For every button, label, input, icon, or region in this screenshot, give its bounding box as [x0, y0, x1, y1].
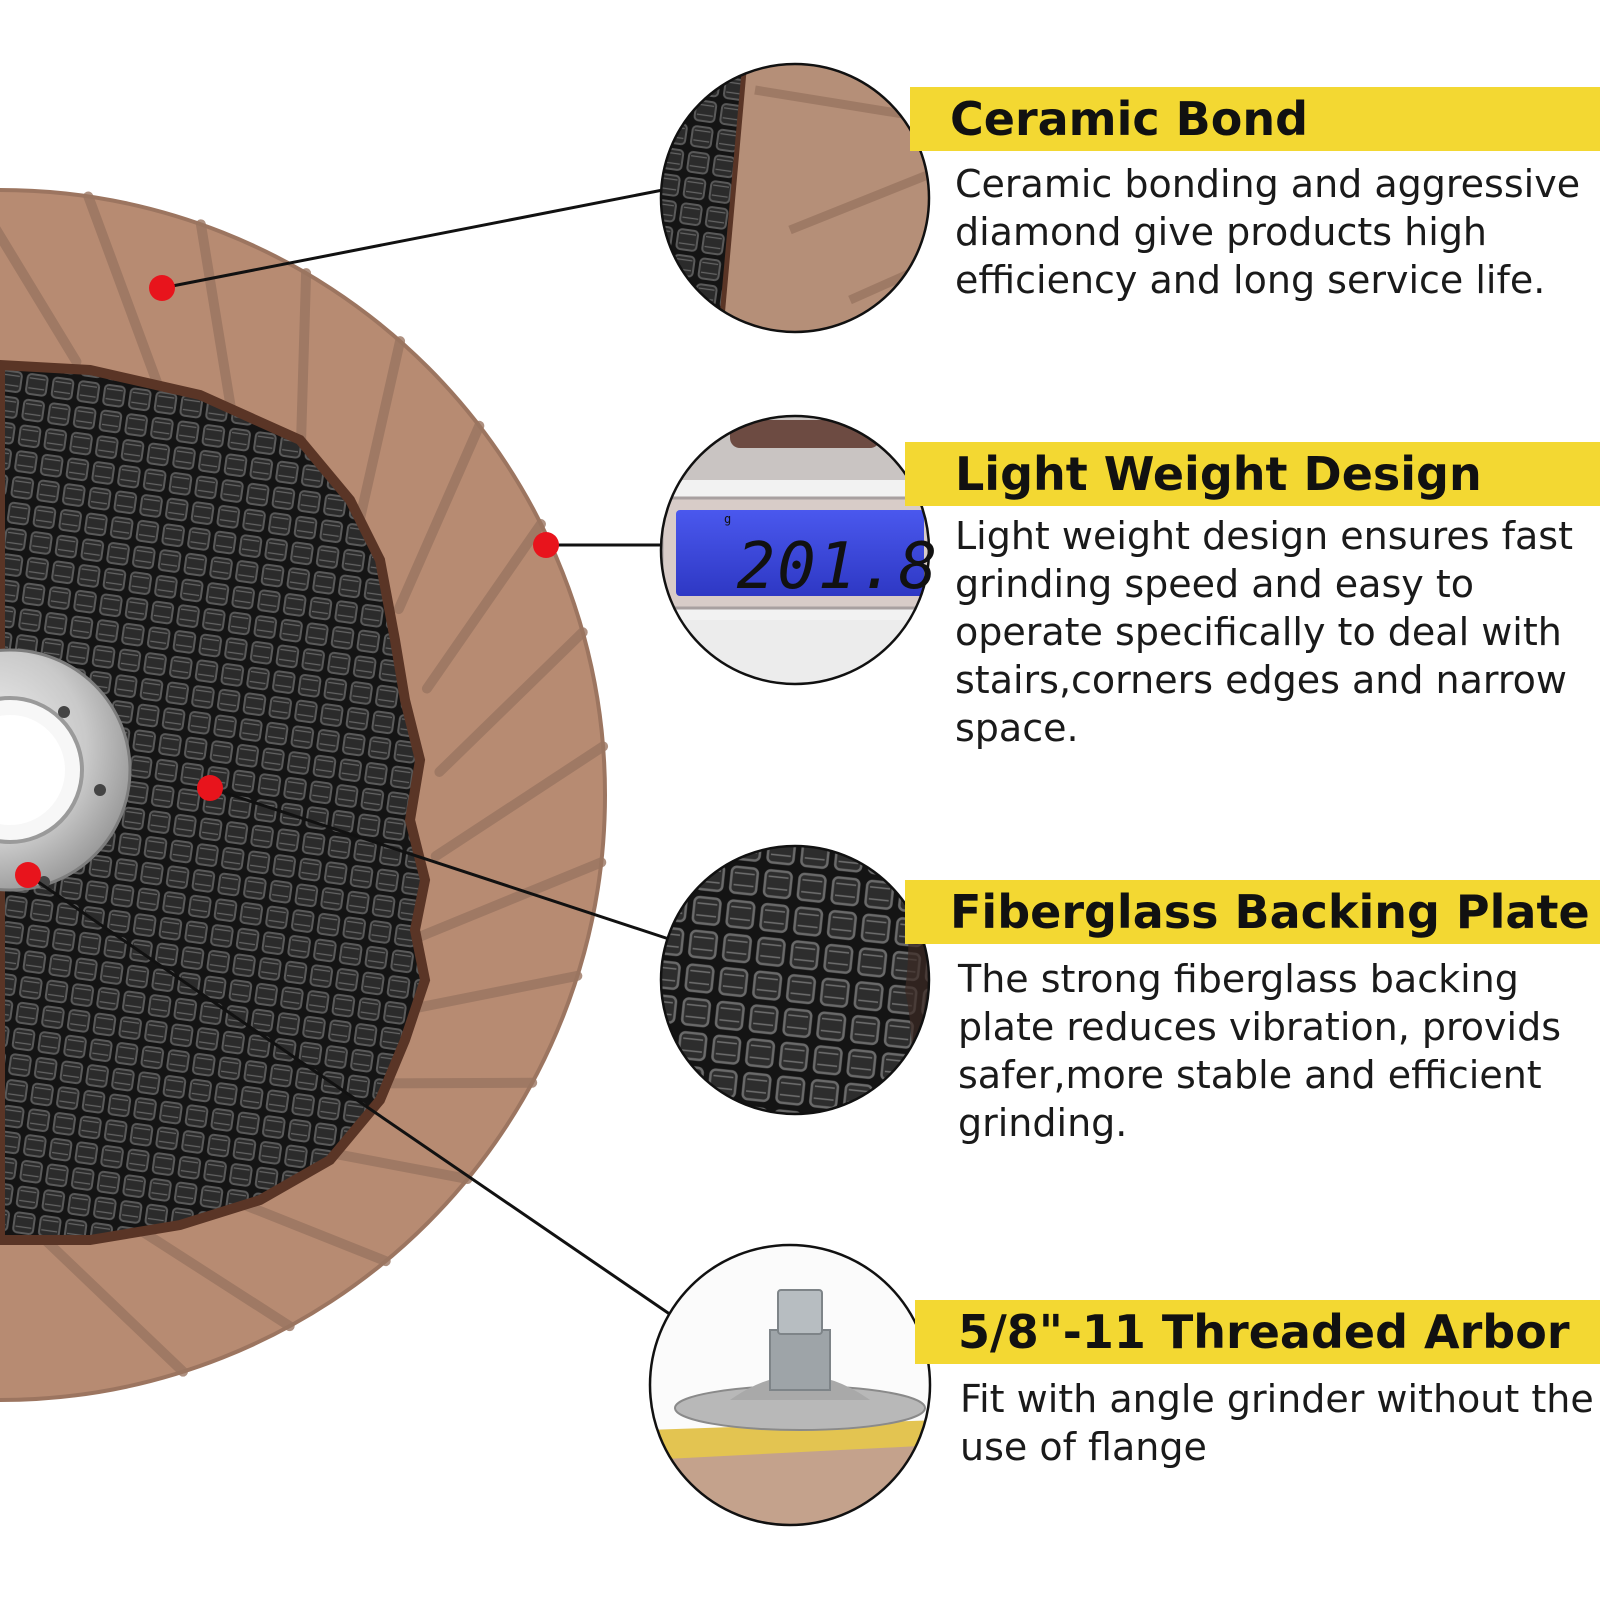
detail-circle-scale: g 201.8	[659, 414, 940, 686]
lcd-screen	[676, 510, 924, 596]
detail-circle-arbor	[648, 1243, 932, 1527]
fiberglass-plate	[0, 359, 431, 1245]
ring-groove	[350, 336, 406, 542]
ring-groove	[33, 1228, 188, 1377]
lcd-reading: 201.8	[737, 530, 940, 604]
center-hub	[0, 648, 132, 892]
callout-lines	[27, 187, 691, 1330]
connector-line-arbor	[27, 873, 691, 1330]
ring-groove	[430, 741, 609, 862]
feature-desc-weight: Light weight design ensures fast grindin…	[955, 514, 1574, 750]
ring-groove	[0, 226, 82, 367]
ring-groove	[434, 627, 588, 777]
feature-desc-arbor: Fit with angle grinder without the use o…	[960, 1377, 1594, 1469]
marker-dot-fiberglass	[197, 775, 223, 801]
ring-groove	[83, 191, 163, 390]
feature-desc-ceramic: Ceramic bonding and aggressive diamond g…	[955, 162, 1581, 302]
feature-title-weight: Light Weight Design	[955, 447, 1482, 501]
ring-groove	[421, 519, 546, 694]
grinding-disc	[0, 188, 609, 1402]
title-band-weight	[905, 442, 1600, 506]
connector-line-ceramic	[161, 187, 669, 290]
ring-groove	[195, 219, 239, 427]
feature-desc-fiberglass: The strong fiberglass backing plate redu…	[958, 957, 1561, 1145]
connector-line-fiberglass	[209, 786, 679, 944]
marker-dots	[15, 275, 559, 888]
ring-groove	[393, 420, 485, 615]
feature-title-arbor: 5/8"-11 Threaded Arbor	[958, 1305, 1570, 1359]
marker-dot-ceramic	[149, 275, 175, 301]
marker-dot-arbor	[15, 862, 41, 888]
detail-circle-ceramic	[659, 62, 931, 334]
marker-dot-weight	[533, 532, 559, 558]
ring-groove	[411, 857, 607, 944]
lcd-unit: g	[724, 512, 731, 526]
title-band-fiberglass	[905, 880, 1600, 944]
title-band-arbor	[915, 1300, 1600, 1364]
detail-circle-fiberglass	[659, 844, 931, 1116]
feature-title-fiberglass: Fiberglass Backing Plate	[950, 885, 1590, 939]
title-band-ceramic	[910, 87, 1600, 151]
ring-groove	[116, 1212, 295, 1332]
feature-title-ceramic: Ceramic Bond	[950, 92, 1309, 146]
